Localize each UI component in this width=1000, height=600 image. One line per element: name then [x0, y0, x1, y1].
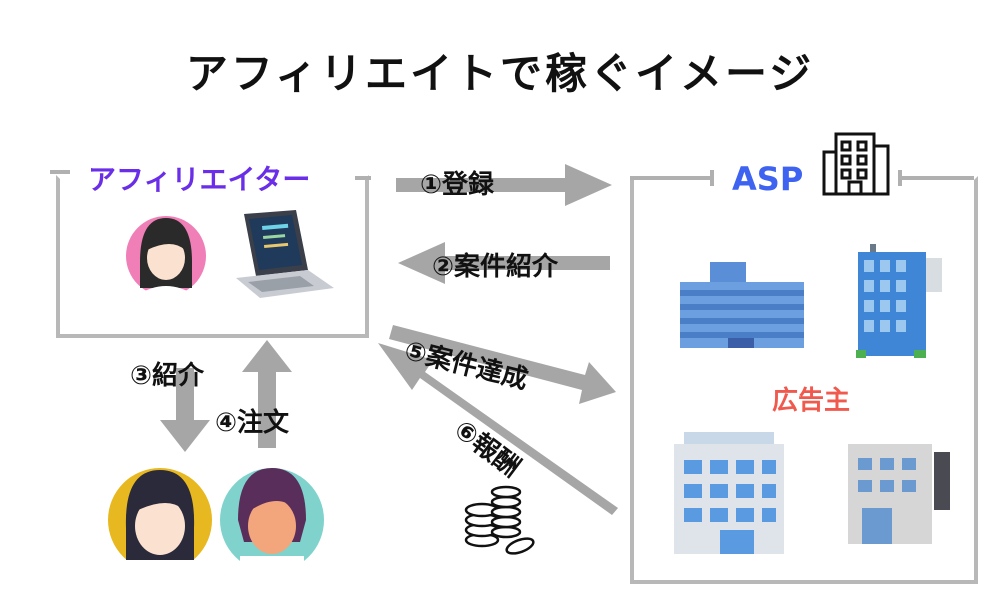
- step-order-label: ④注文: [215, 408, 290, 438]
- skyscraper-icon: [856, 244, 942, 358]
- laptop-icon: [236, 210, 334, 298]
- step-refer-label: ③紹介: [130, 361, 205, 391]
- coin-stack-icon: [464, 485, 535, 555]
- arrow-refer-down: [160, 368, 210, 452]
- arrow-register: [396, 164, 612, 206]
- diagram-title: アフィリエイトで稼ぐイメージ: [185, 49, 815, 98]
- office-building-icon: [822, 132, 890, 196]
- woman-avatar-icon: [126, 216, 206, 300]
- affiliate-label: アフィリエイター: [88, 163, 311, 196]
- asp-label: ASP: [732, 160, 804, 198]
- advertiser-label: 広告主: [772, 386, 851, 416]
- arrow-order-up: [242, 340, 292, 448]
- arrow-case-achieved: [389, 325, 616, 404]
- office-building-icon: [680, 262, 804, 348]
- step-introduce-case-label: ②案件紹介: [432, 252, 559, 282]
- store-building-icon: [674, 432, 784, 554]
- step-register-label: ①登録: [420, 170, 495, 200]
- woman-avatar-icon: [108, 468, 212, 572]
- woman-avatar-icon: [220, 468, 324, 572]
- arrow-introduce-case: [398, 242, 610, 284]
- arrow-reward: [378, 343, 618, 515]
- office-building-icon: [848, 444, 950, 544]
